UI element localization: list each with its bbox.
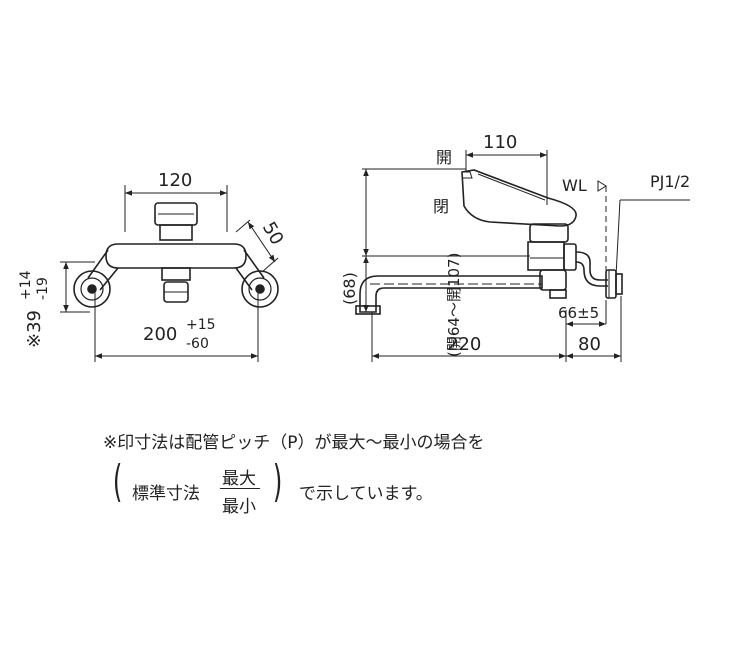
body-bar (105, 243, 247, 269)
supply-pipe (575, 251, 608, 281)
dim-200-plus: +15 (186, 317, 216, 333)
label-open: 開 (436, 148, 452, 167)
dim-64-107-label: (開64～開107) (445, 253, 463, 357)
max-label: 最大 (222, 469, 256, 489)
dim-80-label: 80 (578, 334, 601, 355)
dim-50-label: 50 (258, 218, 288, 248)
wall-union (605, 269, 617, 299)
dim-120-label: 120 (158, 170, 192, 191)
dim-110-label: 110 (483, 132, 517, 153)
lever (461, 169, 577, 227)
fraction-bar (220, 488, 260, 489)
label-closed: 閉 (433, 197, 449, 216)
label-pj: PJ1/2 (650, 172, 690, 191)
dim-39-minus: -19 (35, 277, 51, 300)
dim-line-50 (247, 221, 276, 263)
side-view (355, 150, 690, 362)
open-paren: ( (112, 456, 123, 507)
dim-39-label: ※39 (24, 310, 45, 348)
dim-200-minus: -60 (186, 336, 209, 352)
front-view (60, 185, 279, 362)
note-line-1: ※印寸法は配管ピッチ（P）が最大～最小の場合を (103, 433, 485, 453)
close-paren: ) (272, 456, 283, 507)
spout (359, 275, 543, 313)
note-tail: で示しています。 (299, 484, 433, 504)
dim-220-label: 220 (447, 334, 481, 355)
spout-base (161, 267, 191, 281)
min-label: 最小 (222, 497, 256, 517)
right-union-outer (241, 270, 279, 308)
left-union-outer (73, 270, 111, 308)
dim-68-label: (68) (340, 272, 359, 305)
dim-39-plus: +14 (18, 270, 34, 300)
dim-200-label: 200 (143, 324, 177, 345)
label-wl: WL (562, 176, 587, 195)
standard-dimension-label: 標準寸法 (132, 484, 200, 504)
dim-66-label: 66±5 (558, 304, 599, 322)
